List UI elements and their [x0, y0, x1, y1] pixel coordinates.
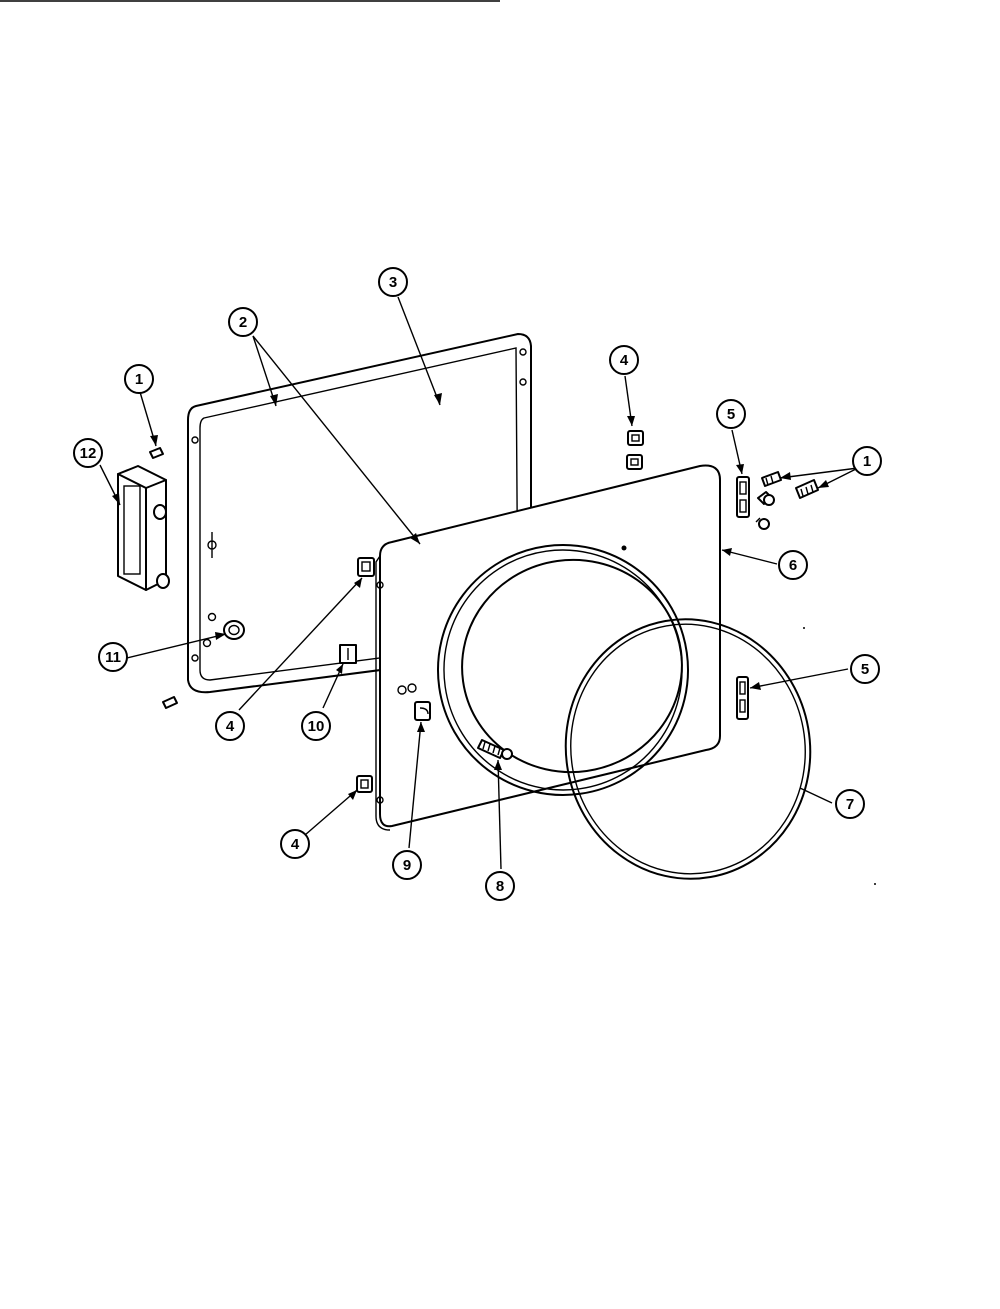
- callout-label: 6: [789, 557, 797, 574]
- callout-3: 3: [378, 267, 408, 297]
- callout-2: 2: [228, 307, 258, 337]
- hinge-part-10: [339, 644, 357, 664]
- callout-4-bottom: 4: [280, 829, 310, 859]
- callout-label: 4: [291, 836, 300, 853]
- hinge-part-5-upper: [736, 476, 750, 518]
- callout-6: 6: [778, 550, 808, 580]
- callout-label: 2: [239, 314, 247, 331]
- callout-label: 11: [105, 649, 121, 666]
- callout-1-top-left: 1: [124, 364, 154, 394]
- arrowheads: [112, 393, 829, 800]
- callout-5-lower: 5: [850, 654, 880, 684]
- callout-1-right: 1: [852, 446, 882, 476]
- hinge-part-5-lower: [736, 676, 749, 720]
- callout-label: 3: [389, 274, 397, 291]
- knob-part-11: [223, 620, 245, 640]
- callout-7: 7: [835, 789, 865, 819]
- gasket-part-7: [564, 618, 812, 880]
- callout-5-top: 5: [716, 399, 746, 429]
- callout-label: 1: [863, 453, 871, 470]
- screws-part-1-right: [755, 471, 819, 530]
- clip-part-4-bottom: [356, 775, 373, 793]
- callout-label: 8: [496, 878, 504, 895]
- callout-label: 12: [80, 445, 97, 462]
- callout-11: 11: [98, 642, 128, 672]
- latch-part-9: [414, 701, 431, 721]
- clip-part-4-top-a: [627, 430, 644, 446]
- callout-8: 8: [485, 871, 515, 901]
- clip-part-4-top-b: [626, 454, 643, 470]
- screw-part-8: [477, 739, 513, 760]
- screw-part-1-upper: [149, 447, 164, 459]
- rear-panel: [187, 333, 532, 694]
- callout-label: 4: [620, 352, 629, 369]
- callout-9: 9: [392, 850, 422, 880]
- callout-label: 5: [861, 661, 869, 678]
- callout-label: 9: [403, 857, 411, 874]
- callout-4-mid: 4: [215, 711, 245, 741]
- handle-part-12: [117, 465, 170, 591]
- callout-4-top: 4: [609, 345, 639, 375]
- callout-label: 4: [226, 718, 235, 735]
- callout-label: 10: [308, 718, 325, 735]
- screw-part-1-lower: [162, 696, 178, 709]
- callout-10: 10: [301, 711, 331, 741]
- callout-label: 1: [135, 371, 143, 388]
- callout-label: 7: [846, 796, 854, 813]
- callout-label: 5: [727, 406, 735, 423]
- clip-part-4-mid: [357, 557, 375, 577]
- callout-12: 12: [73, 438, 103, 468]
- leader-lines: [99, 296, 859, 870]
- front-panel: [375, 464, 721, 831]
